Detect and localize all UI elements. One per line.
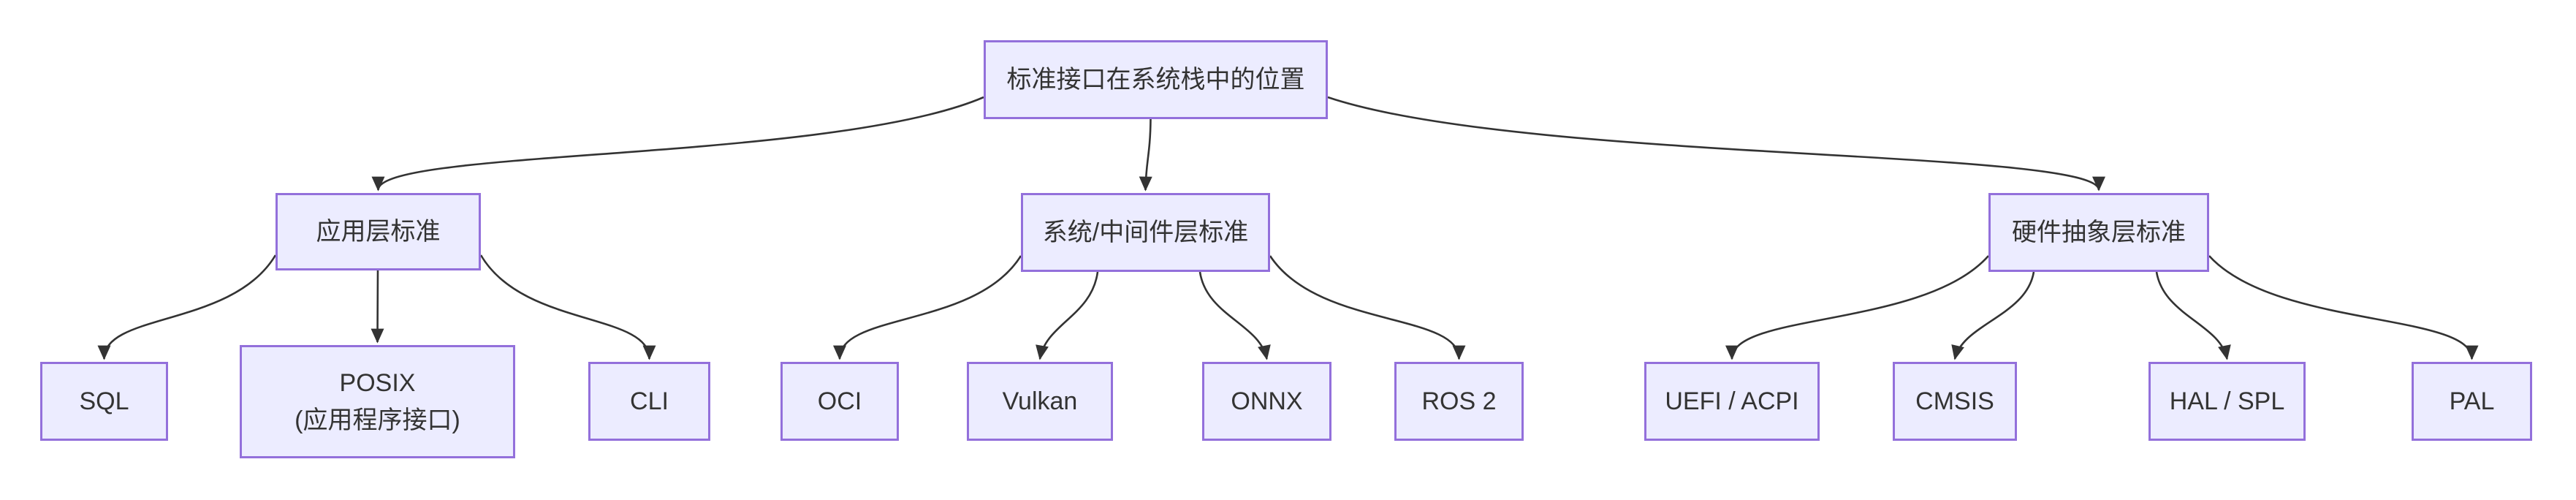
node-app-layer: 应用层标准 <box>276 193 481 270</box>
node-sys-middleware-layer-label: 系统/中间件层标准 <box>1042 218 1249 246</box>
node-root-label: 标准接口在系统栈中的位置 <box>1006 65 1305 94</box>
edge-root-sys <box>1139 118 1152 192</box>
node-onnx-label: ONNX <box>1231 387 1303 415</box>
edge-sys-vulkan <box>1036 271 1099 360</box>
edge-app-sql <box>97 254 277 360</box>
node-oci-label: OCI <box>817 387 862 415</box>
edge-hw-uefi <box>1725 255 1989 360</box>
edge-hw-hal <box>2155 271 2231 360</box>
node-pal-label: PAL <box>2449 387 2495 415</box>
node-cmsis-label: CMSIS <box>1915 387 1994 415</box>
node-sql-label: SQL <box>79 387 129 415</box>
node-root: 标准接口在系统栈中的位置 <box>984 40 1328 119</box>
node-app-layer-label: 应用层标准 <box>316 217 441 246</box>
node-cli: CLI <box>588 362 710 441</box>
edge-hw-cmsis <box>1951 271 2035 360</box>
node-onnx: ONNX <box>1202 362 1331 441</box>
node-hal-spl-label: HAL / SPL <box>2169 387 2285 415</box>
edge-root-hw <box>1327 96 2105 192</box>
node-sql: SQL <box>40 362 168 441</box>
edge-app-cli <box>479 254 656 360</box>
node-ros2: ROS 2 <box>1394 362 1524 441</box>
node-ros2-label: ROS 2 <box>1421 387 1497 415</box>
node-posix-label: POSIX (应用程序接口) <box>295 368 460 434</box>
node-cli-label: CLI <box>630 387 669 415</box>
node-posix: POSIX (应用程序接口) <box>240 345 515 458</box>
node-hw-abstraction-layer: 硬件抽象层标准 <box>1988 193 2209 272</box>
node-uefi-acpi-label: UEFI / ACPI <box>1665 387 1799 415</box>
edge-app-posix <box>371 270 384 344</box>
edge-sys-oci <box>833 255 1022 360</box>
node-uefi-acpi: UEFI / ACPI <box>1644 362 1820 441</box>
node-vulkan: Vulkan <box>967 362 1113 441</box>
edge-sys-onnx <box>1198 271 1271 360</box>
node-hal-spl: HAL / SPL <box>2148 362 2306 441</box>
node-pal: PAL <box>2412 362 2532 441</box>
edge-sys-ros2 <box>1269 255 1466 360</box>
edge-hw-pal <box>2208 255 2479 360</box>
edge-root-app <box>371 96 984 192</box>
node-oci: OCI <box>780 362 899 441</box>
node-sys-middleware-layer: 系统/中间件层标准 <box>1021 193 1270 272</box>
node-vulkan-label: Vulkan <box>1002 387 1078 415</box>
node-hw-abstraction-layer-label: 硬件抽象层标准 <box>2012 218 2186 246</box>
node-cmsis: CMSIS <box>1893 362 2017 441</box>
